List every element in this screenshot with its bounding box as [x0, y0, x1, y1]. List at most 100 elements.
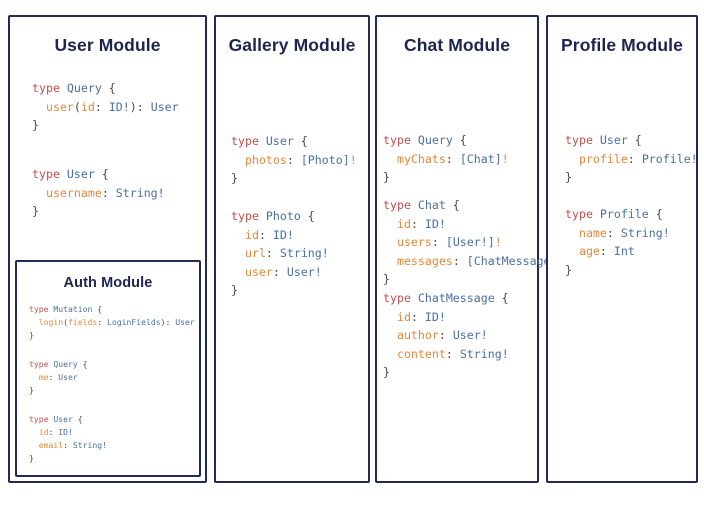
code-line: age: Int	[565, 242, 670, 261]
code-line: type User {	[231, 132, 357, 151]
code-token: {	[627, 133, 642, 147]
subpanel-auth-module[interactable]: Auth Module type Mutation { login(fields…	[15, 260, 201, 477]
code-line: profile: Profile!	[565, 150, 698, 169]
code-line: }	[231, 169, 357, 188]
code-line: url: String!	[231, 244, 329, 263]
code-block-chat-message: type ChatMessage { id: ID! author: User!…	[383, 289, 509, 382]
code-token: :	[627, 151, 642, 166]
code-line: type User {	[565, 131, 698, 150]
code-token	[29, 317, 39, 327]
code-token: {	[494, 291, 509, 305]
code-token: type	[383, 291, 418, 305]
code-token: :	[97, 317, 107, 327]
code-line: }	[383, 363, 509, 382]
code-token: type	[29, 359, 54, 369]
code-token: :	[410, 216, 425, 231]
code-line: email: String!	[29, 439, 107, 452]
panel-user-module[interactable]: User Module type Query { user(id: ID!): …	[8, 15, 207, 483]
code-token	[29, 440, 39, 450]
code-token: LoginFields	[107, 317, 161, 327]
code-token: type	[231, 134, 266, 148]
code-block-user-type: type User { username: String!}	[32, 165, 165, 221]
code-token: ):	[160, 317, 176, 327]
code-token: :	[410, 309, 425, 324]
code-line: type Query {	[383, 131, 509, 150]
code-line: type User {	[32, 165, 165, 184]
code-line: id: ID!	[231, 226, 329, 245]
code-token: id	[80, 99, 95, 114]
code-token: }	[29, 330, 34, 340]
code-token: Photo	[265, 209, 301, 223]
code-token: users	[396, 235, 432, 250]
code-line: }	[565, 261, 670, 280]
code-token: :	[599, 244, 614, 259]
panel-gallery-module[interactable]: Gallery Module type User { photos: [Phot…	[214, 15, 370, 483]
code-token: {	[101, 81, 116, 95]
code-line: messages: [ChatMessage]!	[383, 252, 565, 271]
code-token: :	[48, 372, 59, 382]
code-token: id	[244, 227, 259, 242]
code-token	[383, 254, 397, 268]
code-block-auth-query: type Query { me: User}	[29, 358, 88, 397]
panel-title-user-module: User Module	[54, 35, 161, 55]
code-token: ):	[129, 99, 151, 114]
code-token: [Chat]	[459, 151, 502, 166]
code-line: }	[29, 384, 88, 397]
code-token: :	[48, 427, 59, 437]
code-token: String!	[115, 185, 165, 200]
code-token: }	[565, 170, 572, 185]
code-token: }	[231, 171, 238, 186]
code-token: profile	[578, 151, 628, 166]
code-token: Query	[53, 359, 78, 369]
panel-title-gallery-module: Gallery Module	[228, 35, 356, 55]
code-line: }	[383, 168, 509, 187]
panel-chat-module[interactable]: Chat Module type Query { myChats: [Chat]…	[375, 15, 565, 483]
code-token: type	[29, 304, 54, 314]
code-token: login	[38, 317, 64, 327]
code-line: type ChatMessage {	[383, 289, 509, 308]
code-token: author	[396, 328, 439, 343]
code-token: email	[38, 440, 64, 450]
code-token: Mutation	[53, 304, 93, 314]
code-token	[231, 246, 245, 260]
code-token: User	[58, 372, 78, 382]
code-token: User	[150, 99, 179, 114]
code-token: (	[73, 99, 81, 114]
code-token: User!	[286, 264, 322, 279]
code-token: }	[29, 385, 34, 395]
code-token: [User!]	[445, 235, 495, 250]
code-token	[231, 265, 245, 279]
code-line: me: User	[29, 371, 88, 384]
code-line: id: ID!	[29, 426, 107, 439]
code-token: messages	[396, 253, 453, 268]
code-token: {	[72, 414, 83, 424]
panel-profile-module[interactable]: Profile Module type User { profile: Prof…	[546, 15, 698, 483]
code-token: Query	[417, 133, 453, 147]
code-token	[231, 153, 245, 167]
code-token: User	[53, 414, 73, 424]
code-token: String!	[459, 346, 509, 361]
code-line: id: ID!	[383, 308, 509, 327]
code-token: }	[383, 170, 390, 185]
code-line: login(fields: LoginFields): User	[29, 316, 195, 329]
code-line: type Query {	[29, 358, 88, 371]
code-token	[383, 152, 397, 166]
code-token: !	[494, 235, 502, 250]
code-token: :	[94, 99, 109, 114]
code-token: type	[29, 414, 54, 424]
code-token: :	[445, 346, 460, 361]
code-line: type Profile {	[565, 205, 670, 224]
code-token	[565, 244, 579, 258]
code-token: type	[565, 133, 600, 147]
code-token	[383, 347, 397, 361]
code-token: User	[175, 317, 195, 327]
code-token: User	[66, 167, 95, 181]
code-token: :	[272, 264, 287, 279]
code-token: type	[383, 198, 418, 212]
code-token: :	[265, 246, 280, 261]
code-token: Profile!	[641, 151, 698, 166]
code-token	[32, 100, 46, 114]
code-token: type	[565, 207, 600, 221]
code-token: String!	[279, 246, 329, 261]
